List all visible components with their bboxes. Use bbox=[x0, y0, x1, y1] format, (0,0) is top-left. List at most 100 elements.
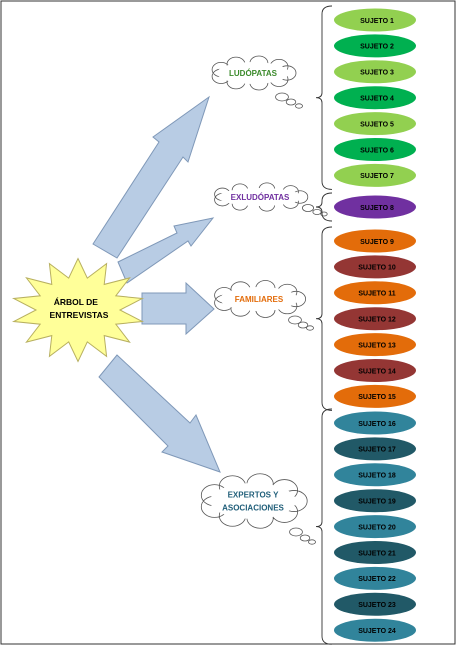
subject-ellipse bbox=[334, 566, 416, 590]
category-label: ASOCIACIONES bbox=[222, 504, 284, 513]
subject-node: SUJETO 14 bbox=[334, 359, 416, 382]
subject-label: SUJETO 23 bbox=[358, 602, 396, 609]
subject-ellipse bbox=[334, 60, 416, 84]
subject-label: SUJETO 4 bbox=[360, 96, 394, 103]
subject-label: SUJETO 2 bbox=[360, 44, 394, 51]
subject-label: SUJETO 10 bbox=[358, 265, 396, 272]
subject-label: SUJETO 11 bbox=[358, 291, 395, 298]
subject-ellipse bbox=[334, 618, 416, 642]
cloud-trail-bubble bbox=[301, 204, 314, 212]
subject-node: SUJETO 8 bbox=[334, 195, 416, 219]
subject-node: SUJETO 5 bbox=[334, 112, 416, 136]
subject-label: SUJETO 1 bbox=[360, 18, 394, 25]
subject-label: SUJETO 19 bbox=[358, 499, 396, 506]
subject-node: SUJETO 12 bbox=[334, 307, 416, 331]
subject-label: SUJETO 14 bbox=[358, 368, 396, 375]
subject-ellipse bbox=[334, 437, 416, 461]
subject-label: SUJETO 12 bbox=[358, 317, 396, 324]
category-label: EXLUDÓPATAS bbox=[231, 193, 290, 202]
subject-label: SUJETO 6 bbox=[360, 147, 394, 154]
category-label: FAMILIARES bbox=[235, 295, 284, 304]
subject-ellipse bbox=[334, 411, 416, 435]
subject-node: SUJETO 15 bbox=[334, 384, 416, 408]
subject-label: SUJETO 15 bbox=[358, 394, 396, 401]
subject-ellipse bbox=[334, 281, 416, 305]
subject-node: SUJETO 19 bbox=[334, 489, 416, 513]
subject-node: SUJETO 6 bbox=[334, 138, 416, 161]
subject-label: SUJETO 3 bbox=[360, 70, 394, 77]
cloud-trail-bubble bbox=[312, 208, 322, 215]
brackets-layer bbox=[315, 5, 333, 645]
subject-ellipse bbox=[334, 489, 416, 513]
cloud-trail-bubble bbox=[308, 539, 316, 545]
subject-label: SUJETO 18 bbox=[358, 473, 396, 480]
subject-label: SUJETO 8 bbox=[360, 205, 394, 212]
subject-node: SUJETO 24 bbox=[334, 618, 416, 642]
arrow-to-exludopatas bbox=[117, 217, 215, 284]
subject-ellipse bbox=[334, 229, 416, 253]
arrow-to-expertos bbox=[98, 354, 221, 473]
subject-node: SUJETO 1 bbox=[334, 8, 416, 32]
subject-node: SUJETO 4 bbox=[334, 86, 416, 110]
subject-label: SUJETO 5 bbox=[360, 121, 394, 128]
subject-label: SUJETO 9 bbox=[360, 239, 394, 246]
subject-ellipse bbox=[334, 195, 416, 219]
subject-ellipse bbox=[334, 592, 416, 616]
subject-node: SUJETO 10 bbox=[334, 255, 416, 279]
cloud-trail-bubble bbox=[289, 527, 303, 537]
subject-ellipse bbox=[334, 8, 416, 32]
subject-label: SUJETO 7 bbox=[360, 173, 394, 180]
subjects-layer: SUJETO 1 SUJETO 2 SUJETO 3 SUJETO 4 SUJETO 5… bbox=[334, 8, 416, 642]
subject-node: SUJETO 3 bbox=[334, 60, 416, 84]
subject-label: SUJETO 24 bbox=[358, 628, 396, 635]
group-bracket bbox=[315, 408, 333, 645]
group-bracket bbox=[315, 5, 333, 190]
group-bracket bbox=[315, 192, 333, 222]
cloud-trail-bubble bbox=[299, 534, 311, 542]
cloud-trail-bubble bbox=[285, 98, 297, 106]
subject-label: SUJETO 17 bbox=[358, 447, 396, 454]
cloud-body bbox=[217, 62, 289, 84]
subject-ellipse bbox=[334, 384, 416, 408]
subject-ellipse bbox=[334, 255, 416, 279]
subject-node: SUJETO 2 bbox=[334, 34, 416, 58]
cloud-trail-bubble bbox=[306, 325, 314, 331]
subject-label: SUJETO 16 bbox=[358, 421, 396, 428]
subject-ellipse bbox=[334, 86, 416, 110]
cloud-2: FAMILIARES bbox=[214, 280, 314, 331]
subject-node: SUJETO 18 bbox=[334, 463, 416, 487]
arrow-to-familiares bbox=[141, 281, 215, 336]
category-clouds: LUDÓPATAS EXLUDÓPATAS FAMILIARES EXPERTOS Y… bbox=[200, 55, 328, 545]
subject-node: SUJETO 17 bbox=[334, 437, 416, 461]
subject-ellipse bbox=[334, 163, 416, 187]
cloud-trail-bubble bbox=[297, 321, 309, 329]
subject-ellipse bbox=[334, 34, 416, 58]
subject-node: SUJETO 22 bbox=[334, 566, 416, 590]
cloud-trail-bubble bbox=[288, 315, 302, 325]
subject-node: SUJETO 21 bbox=[334, 541, 416, 564]
subject-node: SUJETO 23 bbox=[334, 592, 416, 616]
subject-label: SUJETO 20 bbox=[358, 524, 396, 531]
subject-ellipse bbox=[334, 463, 416, 487]
subject-ellipse bbox=[334, 307, 416, 331]
cloud-1: EXLUDÓPATAS bbox=[214, 182, 328, 217]
subject-node: SUJETO 16 bbox=[334, 411, 416, 435]
category-label: LUDÓPATAS bbox=[229, 69, 278, 78]
cloud-trail-bubble bbox=[295, 103, 303, 109]
root-star-shape bbox=[11, 257, 145, 363]
subject-ellipse bbox=[334, 112, 416, 136]
cloud-0: LUDÓPATAS bbox=[211, 55, 303, 109]
cloud-body bbox=[220, 287, 298, 311]
subject-node: SUJETO 13 bbox=[334, 333, 416, 357]
subject-node: SUJETO 7 bbox=[334, 163, 416, 187]
arrows-layer bbox=[92, 95, 221, 473]
group-bracket bbox=[315, 226, 333, 411]
subject-node: SUJETO 9 bbox=[334, 229, 416, 253]
subject-ellipse bbox=[334, 515, 416, 539]
subject-label: SUJETO 21 bbox=[358, 550, 396, 557]
root-label-line-1: ÁRBOL DE bbox=[54, 297, 99, 307]
